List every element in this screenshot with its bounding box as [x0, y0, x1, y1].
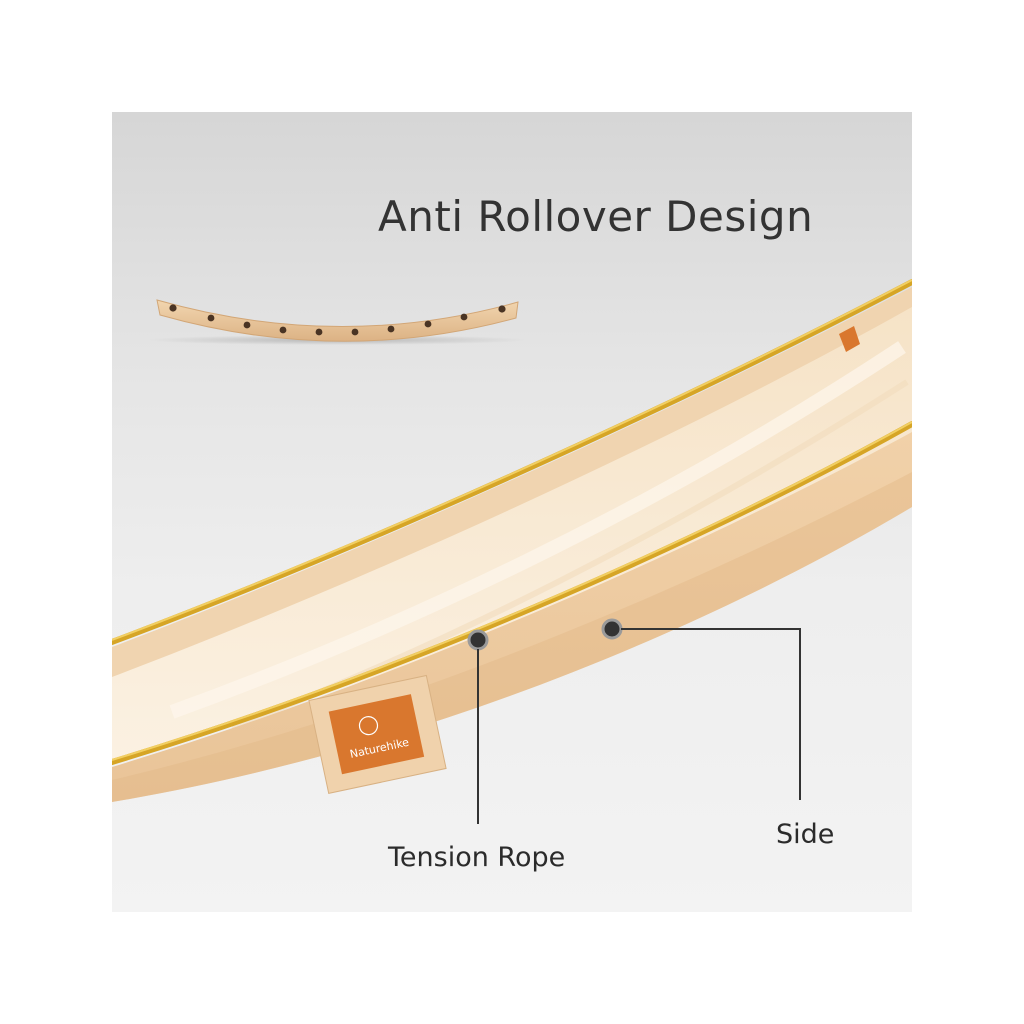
tension-rope-marker — [467, 629, 489, 651]
side-leader-line — [621, 628, 801, 800]
brand-logo-icon — [358, 716, 379, 736]
side-marker — [601, 618, 623, 640]
spreader-bar — [147, 299, 527, 345]
product-photo: Naturehike Anti Rollover Design Tension … — [112, 112, 912, 912]
callout-tension-rope — [467, 629, 489, 824]
side-label: Side — [776, 819, 835, 850]
tension-rope-label: Tension Rope — [388, 842, 566, 873]
spreader-holes — [169, 304, 506, 336]
hammock-illustration: Naturehike — [112, 279, 912, 824]
hammock — [112, 279, 912, 802]
callout-side — [601, 618, 801, 800]
brand-pocket: Naturehike — [308, 674, 447, 794]
headline: Anti Rollover Design — [378, 192, 814, 241]
